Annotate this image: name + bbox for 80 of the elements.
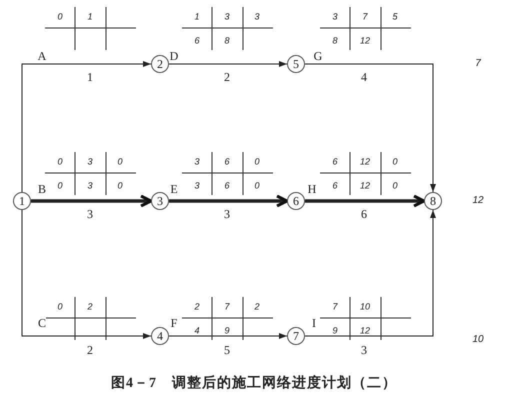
time-parameter: 3: [194, 158, 200, 166]
activity-label: F: [170, 317, 178, 329]
duration-label: 3: [87, 208, 93, 220]
activity-label: E: [170, 183, 178, 195]
event-node: 7: [287, 327, 305, 345]
time-parameter: 3: [254, 12, 260, 22]
event-node: 6: [287, 192, 305, 210]
time-parameter: 0: [58, 12, 62, 22]
arrow: [305, 194, 426, 208]
time-parameter: 7: [224, 302, 230, 312]
time-parameter: 1: [194, 12, 200, 22]
event-node: 8: [424, 192, 442, 210]
activity-label: I: [312, 317, 316, 329]
time-parameter: 0: [58, 158, 62, 166]
arrow: [304, 210, 436, 336]
time-parameter: 7: [332, 302, 338, 312]
time-parameter: 6: [224, 182, 230, 190]
time-parameter: 6: [224, 158, 230, 166]
time-parameter: 9: [332, 326, 338, 336]
event-node: 3: [151, 192, 169, 210]
time-parameter: 0: [58, 302, 62, 312]
figure-caption: 图4－7 调整后的施工网络进度计划（二）: [110, 374, 398, 392]
arrow: [168, 61, 288, 67]
event-node: 4: [151, 327, 169, 345]
time-parameter: 12: [360, 36, 370, 46]
activity-label: D: [170, 50, 178, 62]
time-parameter: 0: [392, 158, 398, 166]
event-node: 1: [13, 192, 31, 210]
time-parameter: 9: [224, 326, 230, 336]
time-parameter: 6: [332, 182, 338, 190]
duration-label: 5: [224, 344, 230, 356]
time-parameter: 0: [254, 182, 260, 190]
time-parameter: 6: [194, 36, 200, 46]
duration-label: 1: [87, 71, 93, 83]
time-parameter: 10: [360, 302, 370, 312]
duration-label: 6: [361, 208, 367, 220]
time-parameter: 3: [88, 182, 92, 190]
time-parameter: 0: [58, 182, 62, 190]
activity-label: B: [38, 183, 46, 195]
time-parameter: 8: [224, 36, 230, 46]
total-time: 7: [475, 59, 481, 69]
time-parameter: 0: [254, 158, 260, 166]
total-time: 10: [472, 335, 484, 345]
time-parameter: 2: [88, 302, 92, 312]
arrow: [304, 64, 436, 192]
time-parameter: 3: [224, 12, 230, 22]
time-parameter: 4: [194, 326, 200, 336]
time-parameter: 0: [118, 158, 122, 166]
time-parameter: 3: [332, 12, 338, 22]
time-parameter: 0: [392, 182, 398, 190]
arrow: [169, 194, 288, 208]
time-parameter: 0: [118, 182, 122, 190]
arrow: [168, 333, 288, 339]
activity-label: G: [314, 50, 322, 62]
activity-label: A: [38, 50, 46, 62]
time-parameter: 2: [194, 302, 200, 312]
event-node: 5: [287, 55, 305, 73]
time-parameter: 12: [360, 326, 370, 336]
event-node: 2: [151, 55, 169, 73]
duration-label: 4: [361, 71, 367, 83]
arrow: [31, 194, 152, 208]
duration-label: 3: [361, 344, 367, 356]
duration-label: 3: [224, 208, 230, 220]
time-parameter: 8: [332, 36, 338, 46]
arrow: [22, 210, 152, 339]
time-parameter: 12: [360, 158, 370, 166]
activity-label: H: [308, 183, 316, 195]
total-time: 12: [472, 196, 484, 206]
duration-label: 2: [87, 344, 93, 356]
time-parameter: 1: [88, 12, 92, 22]
time-parameter: 5: [392, 12, 398, 22]
time-parameter: 3: [194, 182, 200, 190]
time-parameter: 6: [332, 158, 338, 166]
duration-label: 2: [224, 71, 230, 83]
time-parameter: 12: [360, 182, 370, 190]
time-parameter: 7: [362, 12, 368, 22]
activity-label: C: [38, 317, 46, 329]
time-parameter: 2: [254, 302, 260, 312]
arrow: [22, 61, 152, 192]
time-parameter: 3: [88, 158, 92, 166]
